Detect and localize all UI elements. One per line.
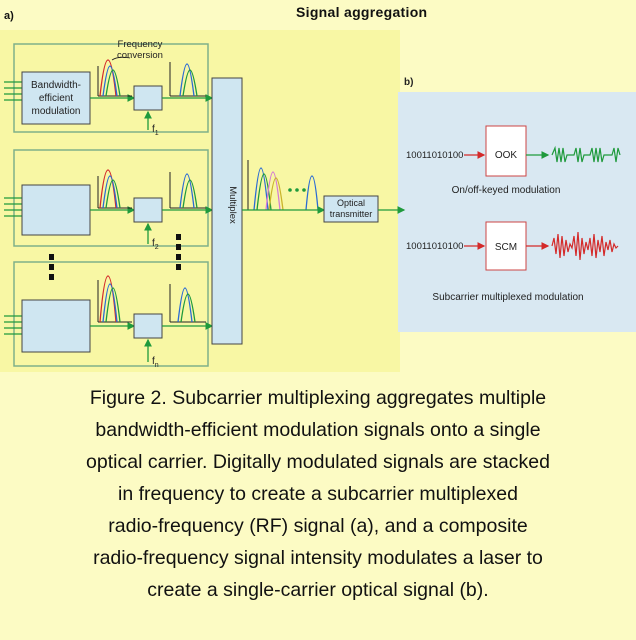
f-label-1: f1 [152,124,159,137]
bem-box-n [21,299,91,353]
tx-label-line2: transmitter [330,209,373,219]
scm-bits: 10011010100 [406,241,463,252]
panel-b-label: b) [404,77,414,88]
ook-box-label: OOK [495,150,518,161]
caption-line-3: optical carrier. Digitally modulated sig… [86,451,550,473]
branch-2: f2 [4,149,214,251]
ook-row: 10011010100 OOK On/off-keyed modulation [406,125,621,196]
scm-box [485,221,527,271]
scm-box-label: SCM [495,242,517,253]
branch-1: Bandwidth- efficient modulation Frequenc… [4,39,214,137]
bem-label-line2: efficient [39,93,74,104]
freq-conv-label-line2: conversion [117,50,163,61]
caption-line-4: in frequency to create a subcarrier mult… [118,483,518,505]
multiplex-box [211,77,243,345]
caption-line-6: radio-frequency signal intensity modulat… [93,547,543,569]
ellipsis-marks [49,234,181,280]
scm-waveform [551,231,619,261]
freq-conv-label-line1: Frequency [118,39,163,50]
f-label-n: fn [152,356,159,369]
bem-label-line1: Bandwidth- [31,80,81,91]
optical-transmitter-box [323,195,379,223]
diagram-title: Signal aggregation [296,4,428,20]
figure-caption: Figure 2. Subcarrier multiplexing aggreg… [0,382,636,606]
caption-line-7: create a single-carrier optical signal (… [147,579,489,601]
branch-n: fn [4,261,214,369]
panel-a-label: a) [4,10,14,22]
ook-bits: 10011010100 [406,150,463,161]
signal-aggregation-diagram: Bandwidth- efficient modulation Frequenc… [4,39,621,369]
scm-caption: Subcarrier multiplexed modulation [432,292,583,303]
scm-row: 10011010100 SCM Subcarrier multiplexed m… [406,221,619,303]
caption-line-1: Figure 2. Subcarrier multiplexing aggreg… [89,387,547,409]
tx-label-line1: Optical [337,198,365,208]
bem-label-line3: modulation [32,106,81,117]
caption-line-2: bandwidth-efficient modulation signals o… [95,419,541,441]
ook-waveform [551,145,621,163]
mixer-box-2 [133,197,163,223]
caption-line-5: radio-frequency (RF) signal (a), and a c… [108,515,528,537]
input-lines-1 [4,81,22,101]
multiplex-label: Multiplex [227,186,238,224]
bem-box-2 [21,184,91,236]
mixer-box-1 [133,85,163,111]
combined-spectrum [247,160,319,211]
f-label-2: f2 [152,238,159,251]
bem-box-1 [21,71,91,125]
mixer-box-n [133,313,163,339]
ook-box [485,125,527,177]
ook-caption: On/off-keyed modulation [452,185,561,196]
